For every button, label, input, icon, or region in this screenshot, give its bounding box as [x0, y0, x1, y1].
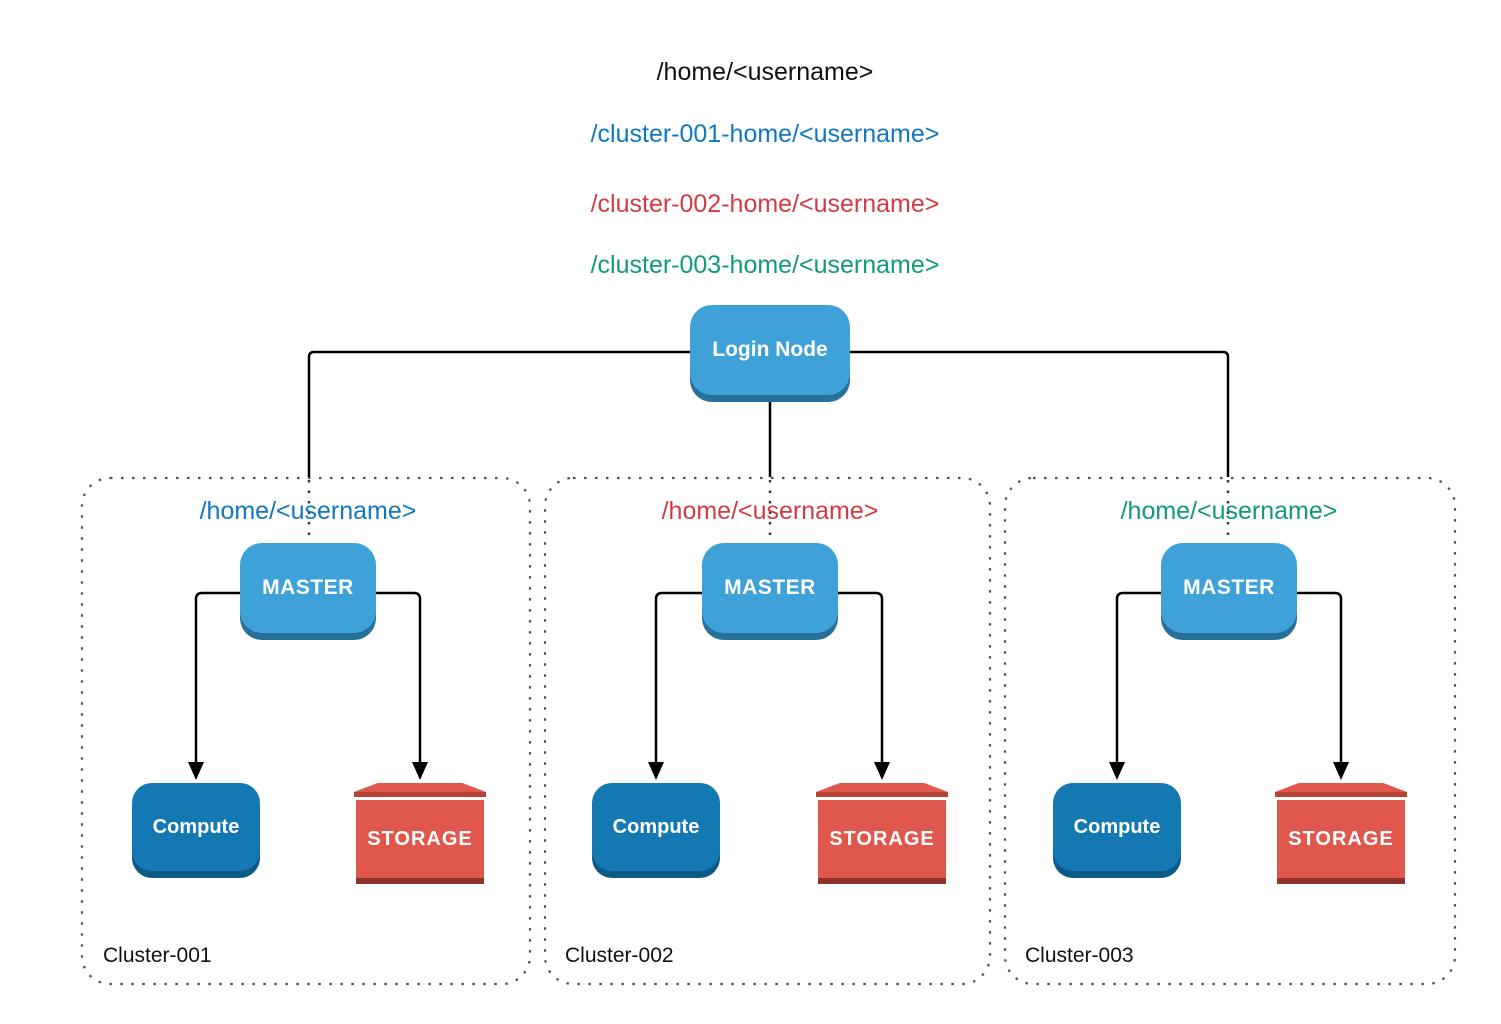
- storage-label: STORAGE: [367, 827, 473, 850]
- cluster-003-master-node: MASTER: [1161, 543, 1297, 633]
- login-node: Login Node: [690, 305, 850, 395]
- cluster-001-border: [80, 476, 532, 986]
- arrowhead-storage-002: [874, 762, 890, 780]
- cluster-002-mounted-home: /home/<username>: [661, 497, 879, 525]
- storage-lid-icon: [354, 783, 486, 792]
- wire-login-to-cluster-003: [850, 350, 1230, 477]
- storage-label: STORAGE: [829, 827, 935, 850]
- arrowhead-storage-001: [412, 762, 428, 780]
- cluster-001-compute-node: Compute: [132, 783, 260, 871]
- cluster-001-name: Cluster-001: [103, 944, 212, 967]
- cluster-003-compute-node: Compute: [1053, 783, 1181, 871]
- storage-base: [818, 878, 946, 884]
- storage-base: [356, 878, 484, 884]
- cluster-001-master-node: MASTER: [240, 543, 376, 633]
- cluster-003-name: Cluster-003: [1025, 944, 1134, 967]
- storage-base: [1277, 878, 1405, 884]
- cluster-003-storage-node: STORAGE: [1275, 783, 1407, 884]
- cluster-003-home-path: /cluster-003-home/<username>: [590, 251, 940, 279]
- cluster-002-name: Cluster-002: [565, 944, 674, 967]
- cluster-001-mounted-home: /home/<username>: [199, 497, 417, 525]
- cluster-001-home-path: /cluster-001-home/<username>: [590, 120, 940, 148]
- cluster-003-mounted-home: /home/<username>: [1120, 497, 1338, 525]
- storage-body: STORAGE: [356, 800, 484, 878]
- global-home-path: /home/<username>: [656, 58, 874, 86]
- arrowhead-compute-003: [1109, 762, 1125, 780]
- cluster-002-storage-node: STORAGE: [816, 783, 948, 884]
- cluster-002-border: [543, 476, 992, 986]
- cluster-002-master-node: MASTER: [702, 543, 838, 633]
- cluster-001-storage-node: STORAGE: [354, 783, 486, 884]
- storage-lid-icon: [1275, 783, 1407, 792]
- storage-lid-rim: [1275, 792, 1407, 797]
- storage-body: STORAGE: [818, 800, 946, 878]
- storage-label: STORAGE: [1288, 827, 1394, 850]
- storage-lid-rim: [354, 792, 486, 797]
- storage-lid-icon: [816, 783, 948, 792]
- arrowhead-compute-002: [648, 762, 664, 780]
- cluster-002-home-path: /cluster-002-home/<username>: [590, 190, 940, 218]
- wire-login-to-cluster-001: [307, 350, 690, 477]
- arrowhead-storage-003: [1333, 762, 1349, 780]
- storage-body: STORAGE: [1277, 800, 1405, 878]
- arrowhead-compute-001: [188, 762, 204, 780]
- storage-lid-rim: [816, 792, 948, 797]
- cluster-002-compute-node: Compute: [592, 783, 720, 871]
